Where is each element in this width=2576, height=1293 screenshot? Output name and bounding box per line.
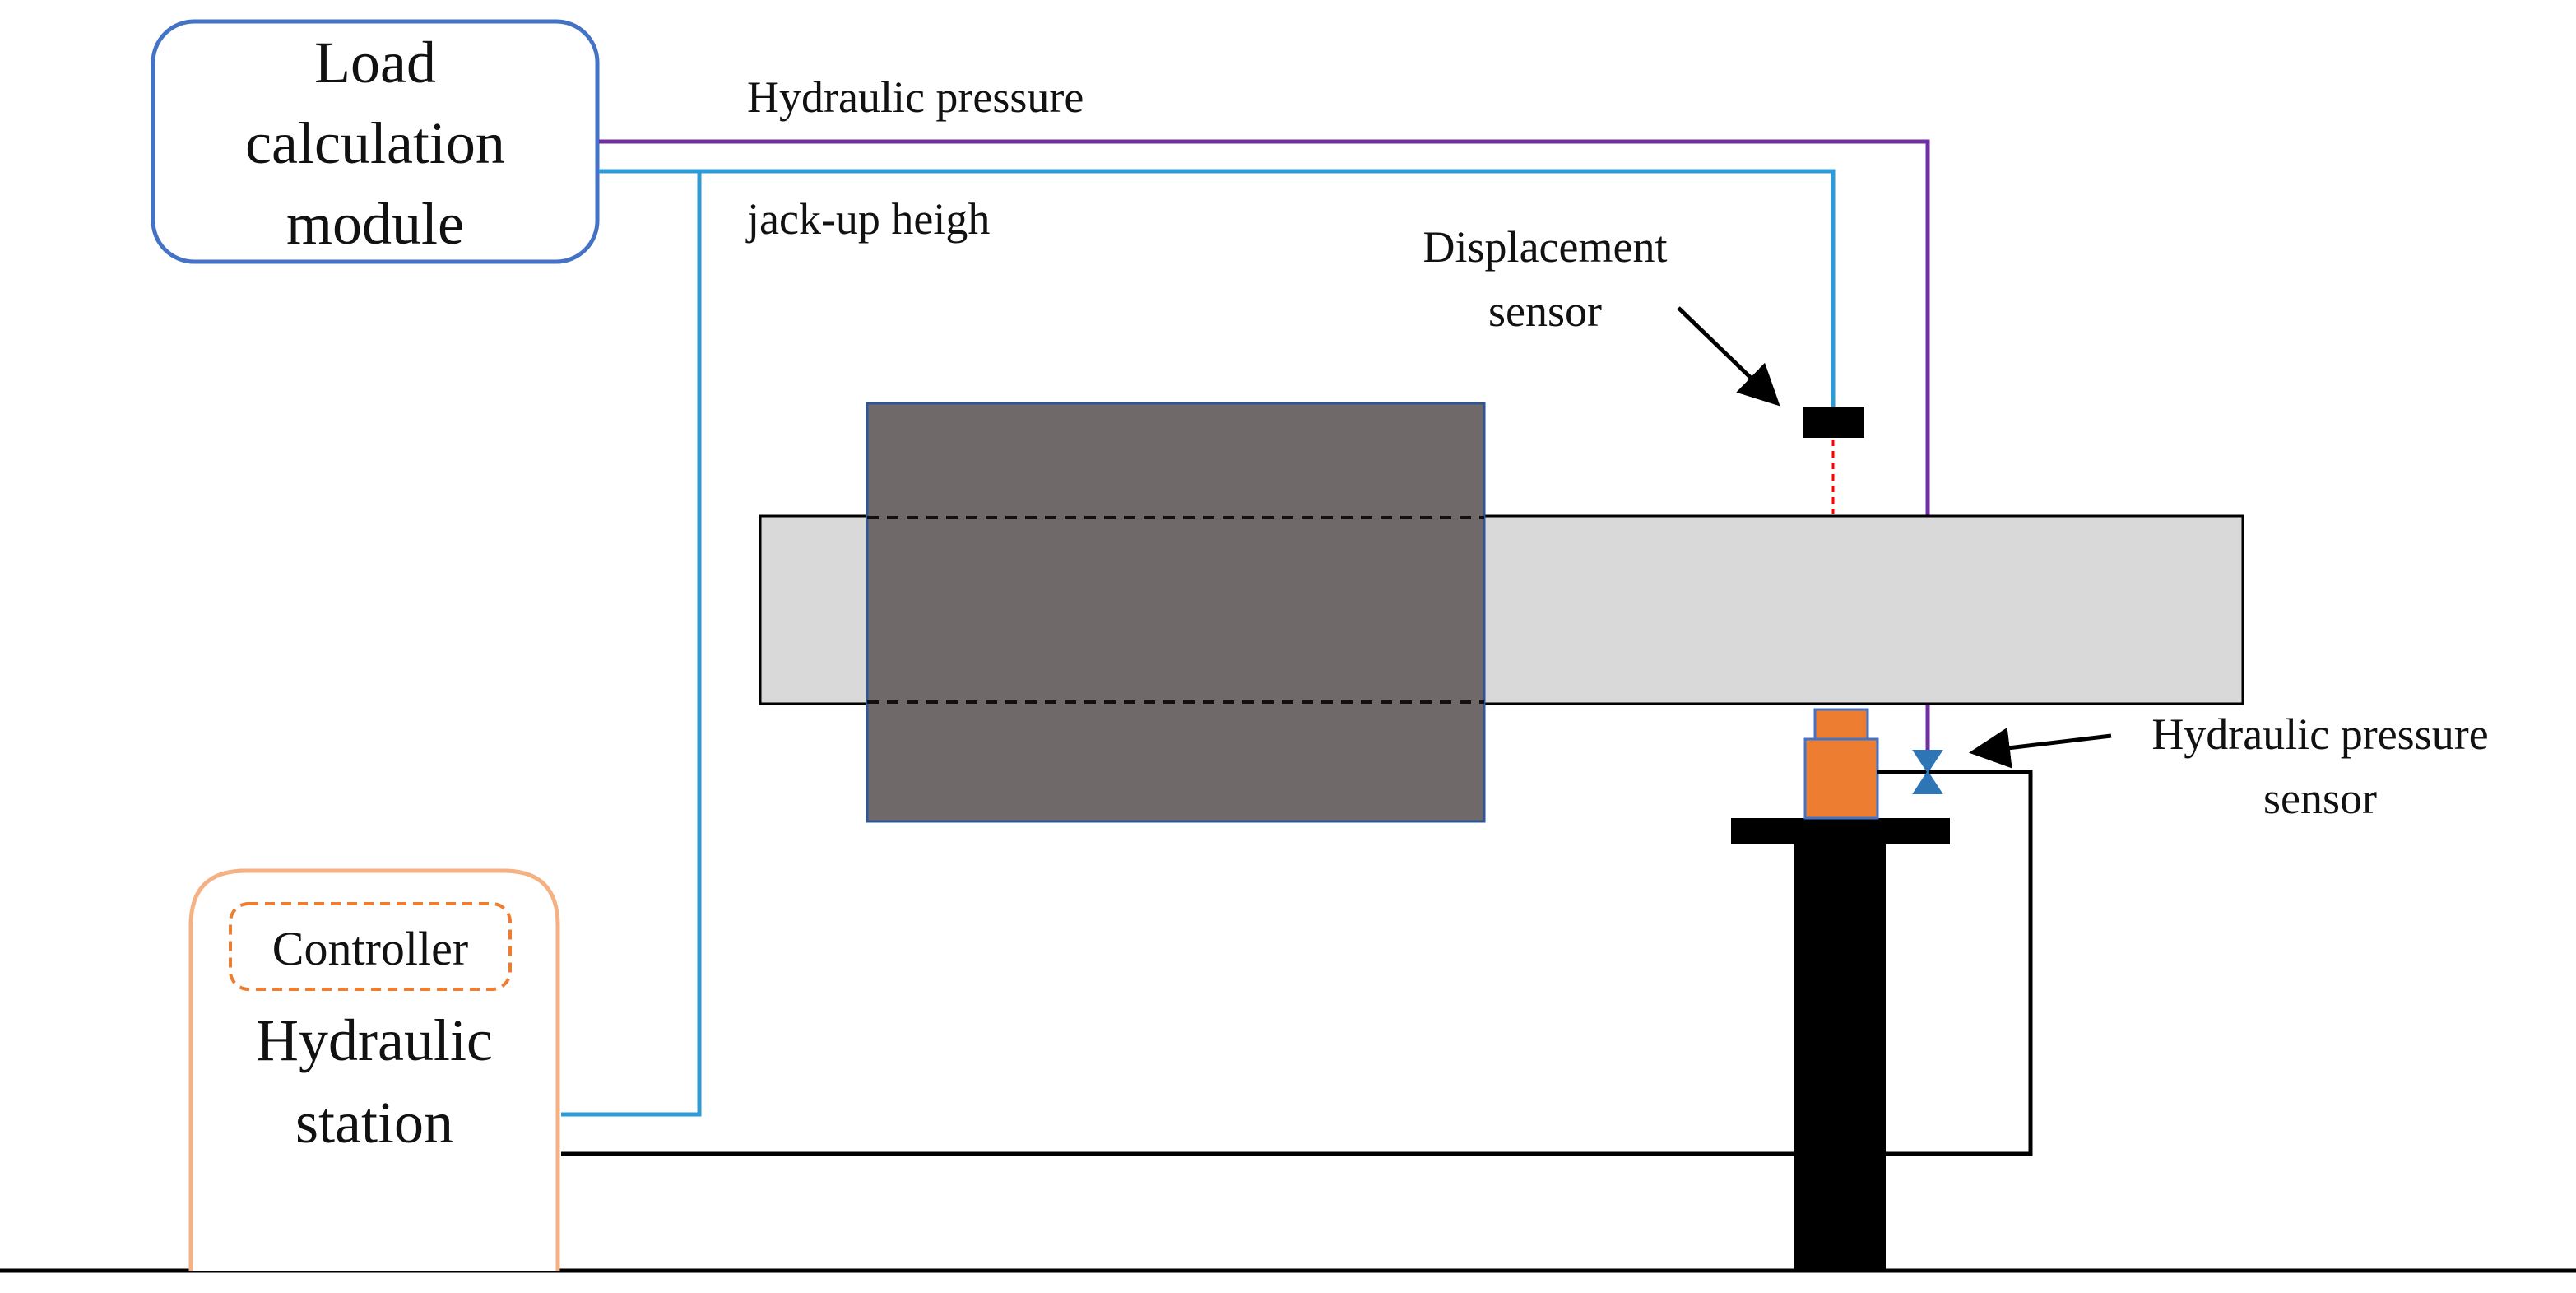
support-column <box>1794 843 1886 1271</box>
hydraulic-supply-line <box>561 770 2033 1156</box>
jack-up-height-wire-station <box>561 171 702 1117</box>
hydraulic-station-label-line2: station <box>295 1090 453 1156</box>
support-plate <box>1731 818 1950 844</box>
pressure-sensor-arrow <box>1969 727 2112 769</box>
jack-up-height-label: jack-up heigh <box>745 194 990 244</box>
hydraulic-pressure-label: Hydraulic pressure <box>747 72 1084 122</box>
jack-up-height-wire-sensor <box>599 169 1836 407</box>
displacement-sensor <box>1803 407 1864 438</box>
controller-label: Controller <box>272 922 468 975</box>
hydraulic-jack-body <box>1803 737 1879 820</box>
displacement-sensor-label-line2: sensor <box>1488 286 1602 336</box>
hydraulic-jack-ram <box>1813 708 1869 741</box>
rotor <box>866 402 1486 823</box>
controller-box <box>229 902 512 991</box>
pressure-sensor-label-line2: sensor <box>2263 774 2377 823</box>
hydraulic-station-box <box>188 868 560 1271</box>
hydraulic-station-label-line1: Hydraulic <box>256 1007 493 1073</box>
load-module-label-line2: calculation <box>245 110 505 176</box>
displacement-sensor-label-line1: Displacement <box>1423 222 1668 272</box>
load-module-label-line3: module <box>286 191 464 257</box>
load-module-label-line1: Load <box>314 30 436 95</box>
displacement-sensor-arrow <box>1677 306 1780 407</box>
load-calculation-module-box <box>151 19 600 264</box>
pressure-sensor-valve-icon <box>1912 750 1943 794</box>
pressure-sensor-label-line1: Hydraulic pressure <box>2151 709 2488 759</box>
